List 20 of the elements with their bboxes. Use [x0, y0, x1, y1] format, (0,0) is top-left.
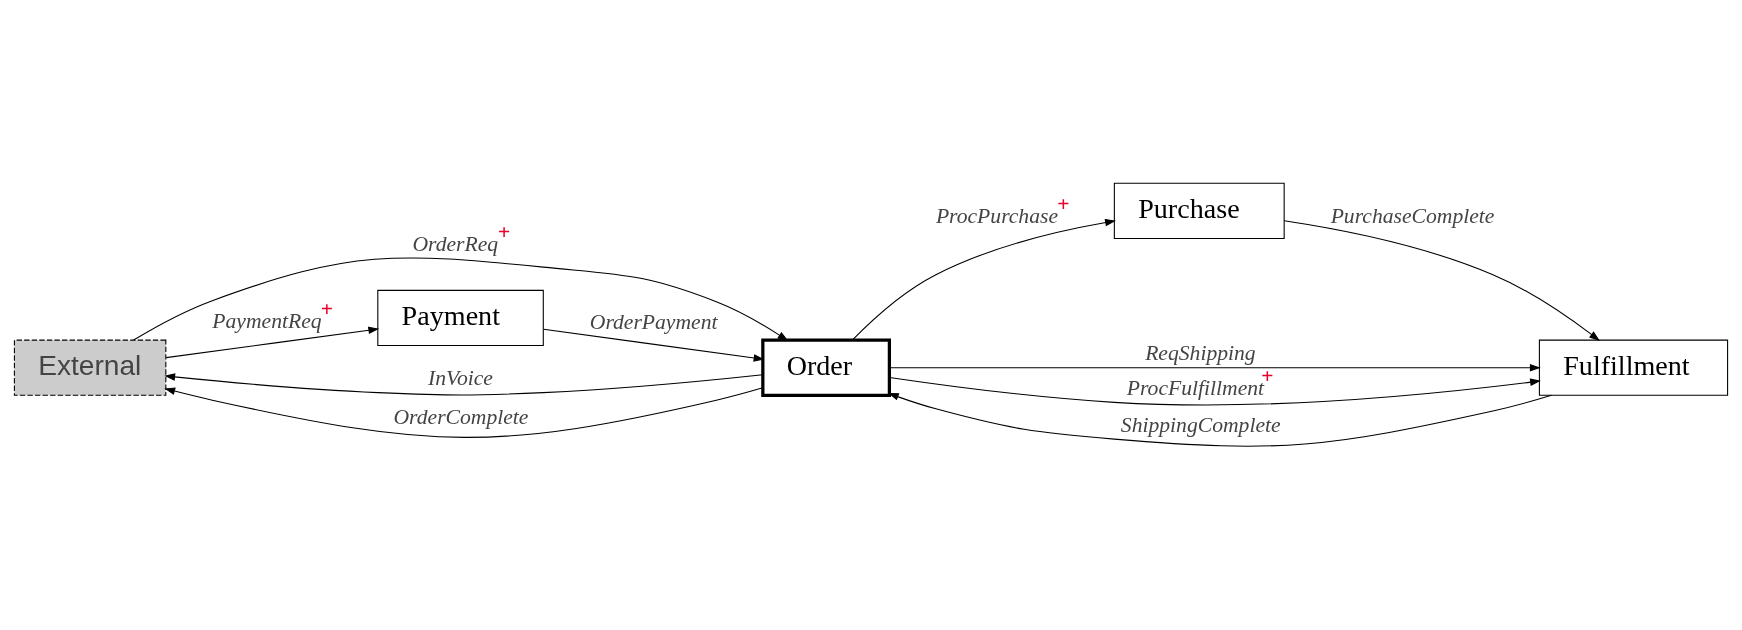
arrow [851, 218, 1116, 341]
edge-label: ReqShipping [1145, 341, 1256, 366]
edge-label: OrderPayment [589, 309, 718, 334]
edge-label: PurchaseComplete [1330, 203, 1495, 228]
arrow [165, 326, 380, 359]
edge-label: OrderComplete [393, 404, 529, 429]
arrow [889, 363, 1541, 372]
edge-label: ShippingComplete [1120, 412, 1281, 437]
arrow [133, 257, 789, 341]
arrow [164, 373, 764, 396]
node-box: Fulfillment [1538, 339, 1729, 396]
node-box: External [13, 339, 167, 396]
edge-label: InVoice [428, 366, 493, 391]
arrow [543, 328, 765, 362]
arrow [1283, 220, 1600, 341]
arrow [164, 387, 764, 438]
node-box: Order [761, 338, 891, 397]
node-box: Purchase [1113, 182, 1285, 240]
arrow [888, 376, 1541, 406]
node-box: Payment [377, 289, 544, 347]
